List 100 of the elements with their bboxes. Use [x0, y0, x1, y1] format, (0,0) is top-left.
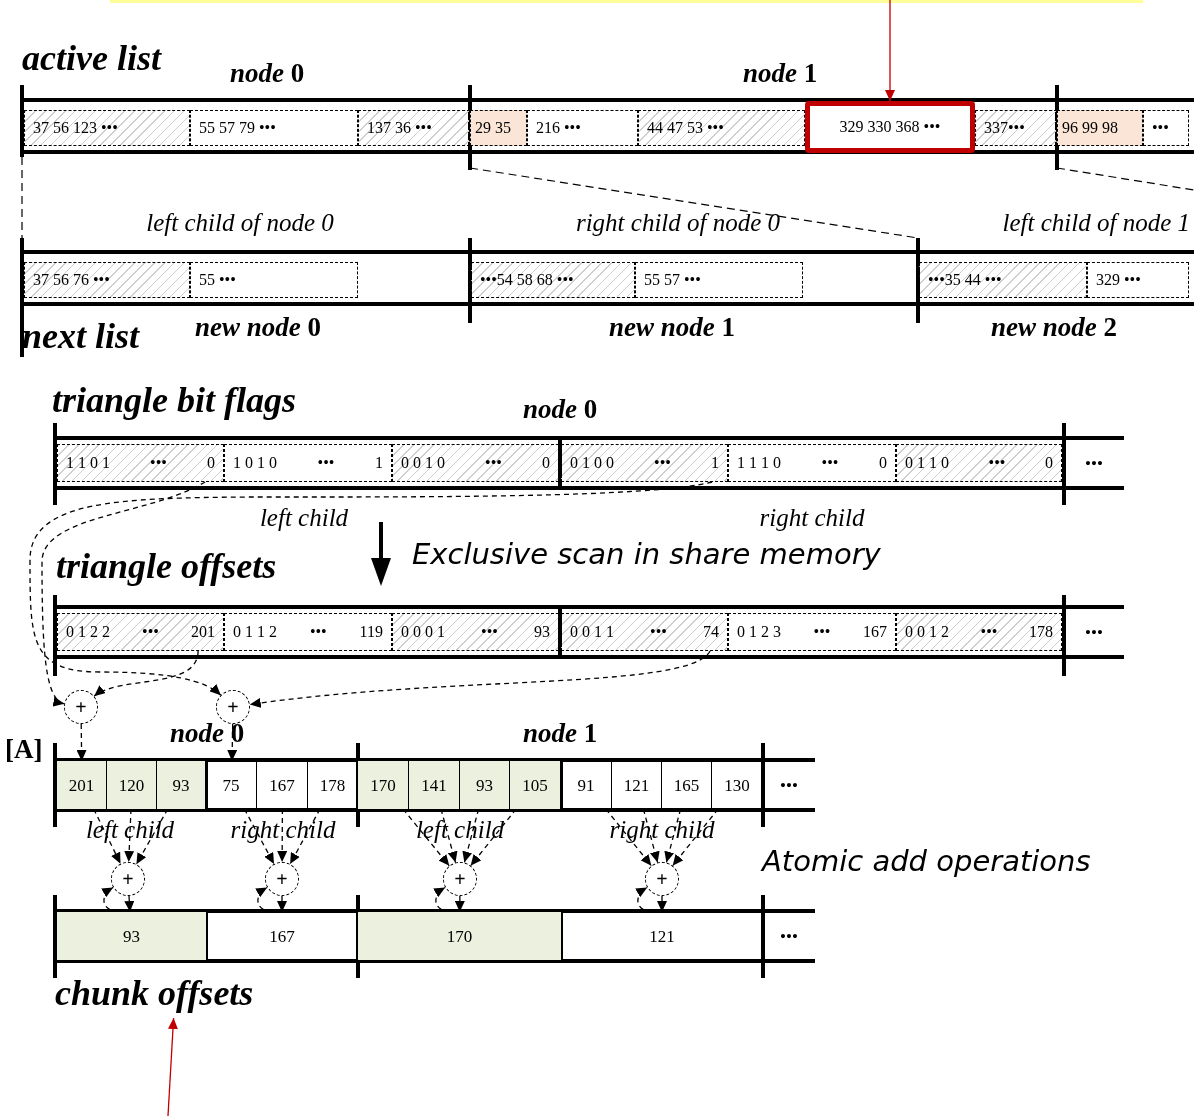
arrow — [885, 0, 895, 102]
array-cell — [896, 613, 1062, 651]
add-operator: + — [111, 862, 145, 896]
add-operator: + — [265, 862, 299, 896]
chunk-cell: 121 — [561, 912, 763, 960]
array-cell: 120 — [107, 761, 157, 809]
node-heading: new node 2 — [991, 314, 1117, 341]
node-heading: new node 0 — [195, 314, 321, 341]
value-sequence: 0 1 2 2 — [66, 624, 110, 640]
end-value: 119 — [359, 624, 383, 640]
array-cell: 105 — [510, 761, 561, 809]
child-caption: left child of node 1 — [1002, 210, 1190, 235]
ellipsis-text: ••• — [1066, 613, 1122, 651]
array-cell: 55 57 79 ••• — [190, 110, 358, 146]
node-heading: node 0 — [522, 396, 598, 423]
end-value: 74 — [703, 624, 719, 640]
child-caption: left child — [259, 505, 349, 530]
dashed-arrow — [255, 886, 273, 913]
ellipsis-text: ••• — [481, 624, 498, 640]
value-sequence: 0 1 1 2 — [233, 624, 277, 640]
row-title: triangle bit flags — [52, 382, 297, 418]
array-cell: 167 — [257, 761, 308, 809]
array-cell: 121 — [612, 761, 662, 809]
end-value: 167 — [863, 624, 887, 640]
end-value: 1 — [711, 455, 719, 471]
array-cell: 75 — [206, 761, 257, 809]
array-cell: 93 — [157, 761, 206, 809]
end-value: 0 — [207, 455, 215, 471]
end-value: 201 — [191, 624, 215, 640]
array-cell — [561, 613, 728, 651]
array-cell: 216 ••• — [527, 110, 638, 146]
highlighted-cell: 96 99 98 — [1057, 110, 1143, 146]
array-cell: 337••• — [975, 110, 1057, 146]
node-heading: node 0 — [229, 60, 305, 87]
child-caption: right child — [759, 505, 865, 530]
array-cell: 165 — [662, 761, 712, 809]
end-value: 0 — [879, 455, 887, 471]
value-sequence: 1 1 0 1 — [66, 455, 110, 471]
array-cell: •••35 44 ••• — [919, 262, 1087, 298]
array-cell — [561, 444, 728, 482]
array-cell — [728, 444, 896, 482]
value-sequence: 0 1 0 0 — [570, 455, 614, 471]
end-value: 93 — [534, 624, 550, 640]
end-value: 178 — [1029, 624, 1053, 640]
ellipsis-text: ••• — [654, 455, 671, 471]
value-sequence: 0 0 1 0 — [401, 455, 445, 471]
array-cell: 130 — [712, 761, 763, 809]
array-cell — [57, 444, 224, 482]
array-cell: 329 ••• — [1087, 262, 1189, 298]
ellipsis-text: ••• — [142, 624, 159, 640]
add-operator: + — [645, 862, 679, 896]
add-operator: + — [443, 862, 477, 896]
value-sequence: 0 0 1 2 — [905, 624, 949, 640]
array-cell — [224, 613, 392, 651]
array-cell: 201 — [57, 761, 107, 809]
value-sequence: 0 1 2 3 — [737, 624, 781, 640]
child-caption: right child — [230, 817, 336, 842]
array-cell: 55 57 ••• — [635, 262, 803, 298]
array-cell: •••54 58 68 ••• — [471, 262, 635, 298]
array-cell: ••• — [1143, 110, 1189, 146]
array-cell: 93 — [460, 761, 510, 809]
chunk-cell: 167 — [206, 912, 358, 960]
node-heading: node 1 — [522, 720, 598, 747]
chunk-cell: 170 — [358, 912, 561, 960]
ellipsis-text: ••• — [1066, 444, 1122, 482]
row-title: triangle offsets — [56, 548, 277, 584]
add-operator: + — [216, 690, 250, 724]
array-cell — [896, 444, 1062, 482]
annotation-text: Exclusive scan in share memory — [412, 540, 881, 569]
child-caption: right child of node 0 — [575, 210, 781, 235]
dashed-arrow — [41, 481, 206, 705]
arrow — [167, 1017, 178, 1117]
array-cell: 37 56 76 ••• — [24, 262, 190, 298]
array-cell — [392, 444, 559, 482]
array-cell: 141 — [409, 761, 460, 809]
ellipsis-text: ••• — [763, 761, 815, 809]
ellipsis-text: ••• — [309, 624, 327, 640]
value-sequence: 0 0 1 1 — [570, 624, 614, 640]
array-cell — [728, 613, 896, 651]
value-sequence: 0 1 1 0 — [905, 455, 949, 471]
end-value: 0 — [542, 455, 550, 471]
row-title: chunk offsets — [55, 968, 295, 1018]
add-operator: + — [64, 690, 98, 724]
value-sequence: 1 0 1 0 — [233, 455, 277, 471]
array-cell — [224, 444, 392, 482]
ellipsis-text: ••• — [980, 624, 998, 640]
annotation-text: Atomic add operations — [762, 847, 1091, 876]
array-cell — [57, 613, 224, 651]
array-cell: 170 — [358, 761, 409, 809]
dashed-arrow — [635, 886, 653, 913]
end-value: 0 — [1045, 455, 1053, 471]
row-title: active list — [22, 40, 161, 76]
array-cell: 44 47 53 ••• — [638, 110, 805, 146]
ellipsis-text: ••• — [317, 455, 335, 471]
value-sequence: 1 1 1 0 — [737, 455, 781, 471]
panel-label: [A] — [5, 736, 43, 763]
array-cell: 55 ••• — [190, 262, 358, 298]
highlighted-cell: 29 35 — [470, 110, 527, 146]
selected-cell: 329 330 368 ••• — [805, 101, 975, 153]
row-title: next list — [22, 318, 140, 354]
